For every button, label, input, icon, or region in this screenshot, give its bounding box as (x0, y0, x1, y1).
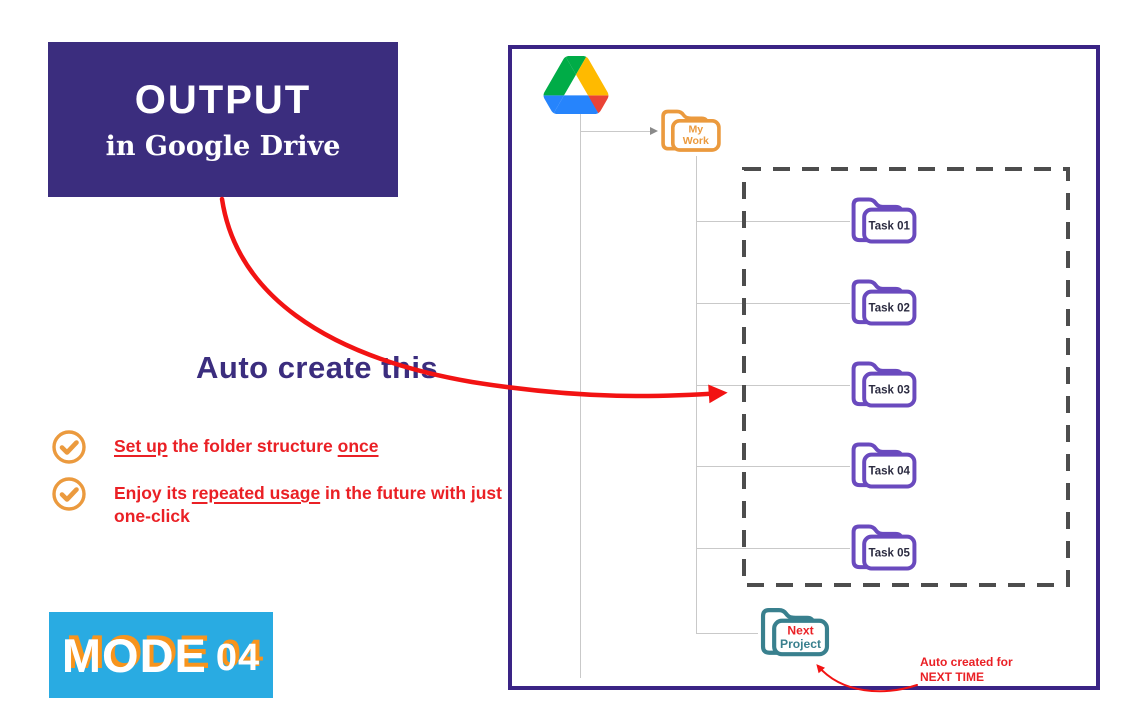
my-work-label-line1: My (688, 124, 703, 136)
next-project-label-line1: Next (787, 623, 813, 637)
task-04-folder-icon: Task 04 (848, 433, 920, 492)
auto-created-note: Auto created for NEXT TIME (920, 655, 1013, 685)
drive-to-mywork-connector (580, 131, 650, 132)
next-project-folder-icon: Next Project (757, 598, 833, 660)
checklist-prefix-text: Enjoy its (114, 483, 192, 503)
underlined-repeated-usage: repeated usage (191, 483, 321, 503)
mode-badge: MODE 04 (49, 612, 273, 698)
mode-badge-word: MODE (61, 628, 207, 682)
next-project-connector (696, 633, 758, 634)
task-01-label: Task 01 (869, 220, 911, 232)
checkmark-circle-icon (52, 477, 86, 511)
next-project-label-line2: Project (780, 637, 821, 651)
task-01-folder-icon: Task 01 (848, 188, 920, 247)
drive-root-vertical-line (580, 114, 581, 678)
my-work-label-line2: Work (683, 135, 709, 147)
auto-created-dashed-box (742, 167, 1070, 587)
connector-arrowhead-icon (650, 127, 658, 135)
underlined-once: once (337, 436, 379, 456)
task-02-folder-icon: Task 02 (848, 270, 920, 329)
mode-badge-number: 04 (215, 636, 261, 679)
checklist-suffix-text: in the future with just one-click (114, 483, 502, 526)
task-03-label: Task 03 (869, 384, 910, 396)
task-03-connector (697, 385, 850, 386)
output-header-box: OUTPUT in Google Drive (48, 42, 398, 197)
checklist-text-enjoy: Enjoy its repeated usage in the future w… (114, 477, 518, 528)
output-title: OUTPUT (134, 77, 312, 122)
checklist-item-enjoy: Enjoy its repeated usage in the future w… (52, 477, 518, 528)
checkmark-circle-icon (52, 430, 86, 464)
output-subtitle: in Google Drive (105, 130, 341, 162)
checklist-text-setup: Set up the folder structure once (114, 430, 518, 458)
underlined-set-up: Set up (114, 436, 168, 456)
task-05-label: Task 05 (869, 547, 911, 559)
task-04-connector (697, 466, 850, 467)
auto-create-label: Auto create this (196, 350, 439, 385)
task-04-label: Task 04 (869, 465, 911, 477)
task-05-folder-icon: Task 05 (848, 515, 920, 574)
google-drive-icon (543, 56, 609, 114)
checklist-middle-text: the folder structure (167, 436, 338, 456)
my-work-folder-icon: My Work (658, 100, 724, 156)
task-02-connector (697, 303, 850, 304)
checklist-item-setup: Set up the folder structure once (52, 430, 518, 464)
task-05-connector (697, 548, 850, 549)
task-02-label: Task 02 (869, 302, 910, 314)
auto-created-note-line1: Auto created for (920, 655, 1013, 669)
mywork-vertical-line (696, 156, 697, 633)
auto-created-note-line2: NEXT TIME (920, 670, 985, 684)
task-01-connector (697, 221, 850, 222)
task-03-folder-icon: Task 03 (848, 352, 920, 411)
